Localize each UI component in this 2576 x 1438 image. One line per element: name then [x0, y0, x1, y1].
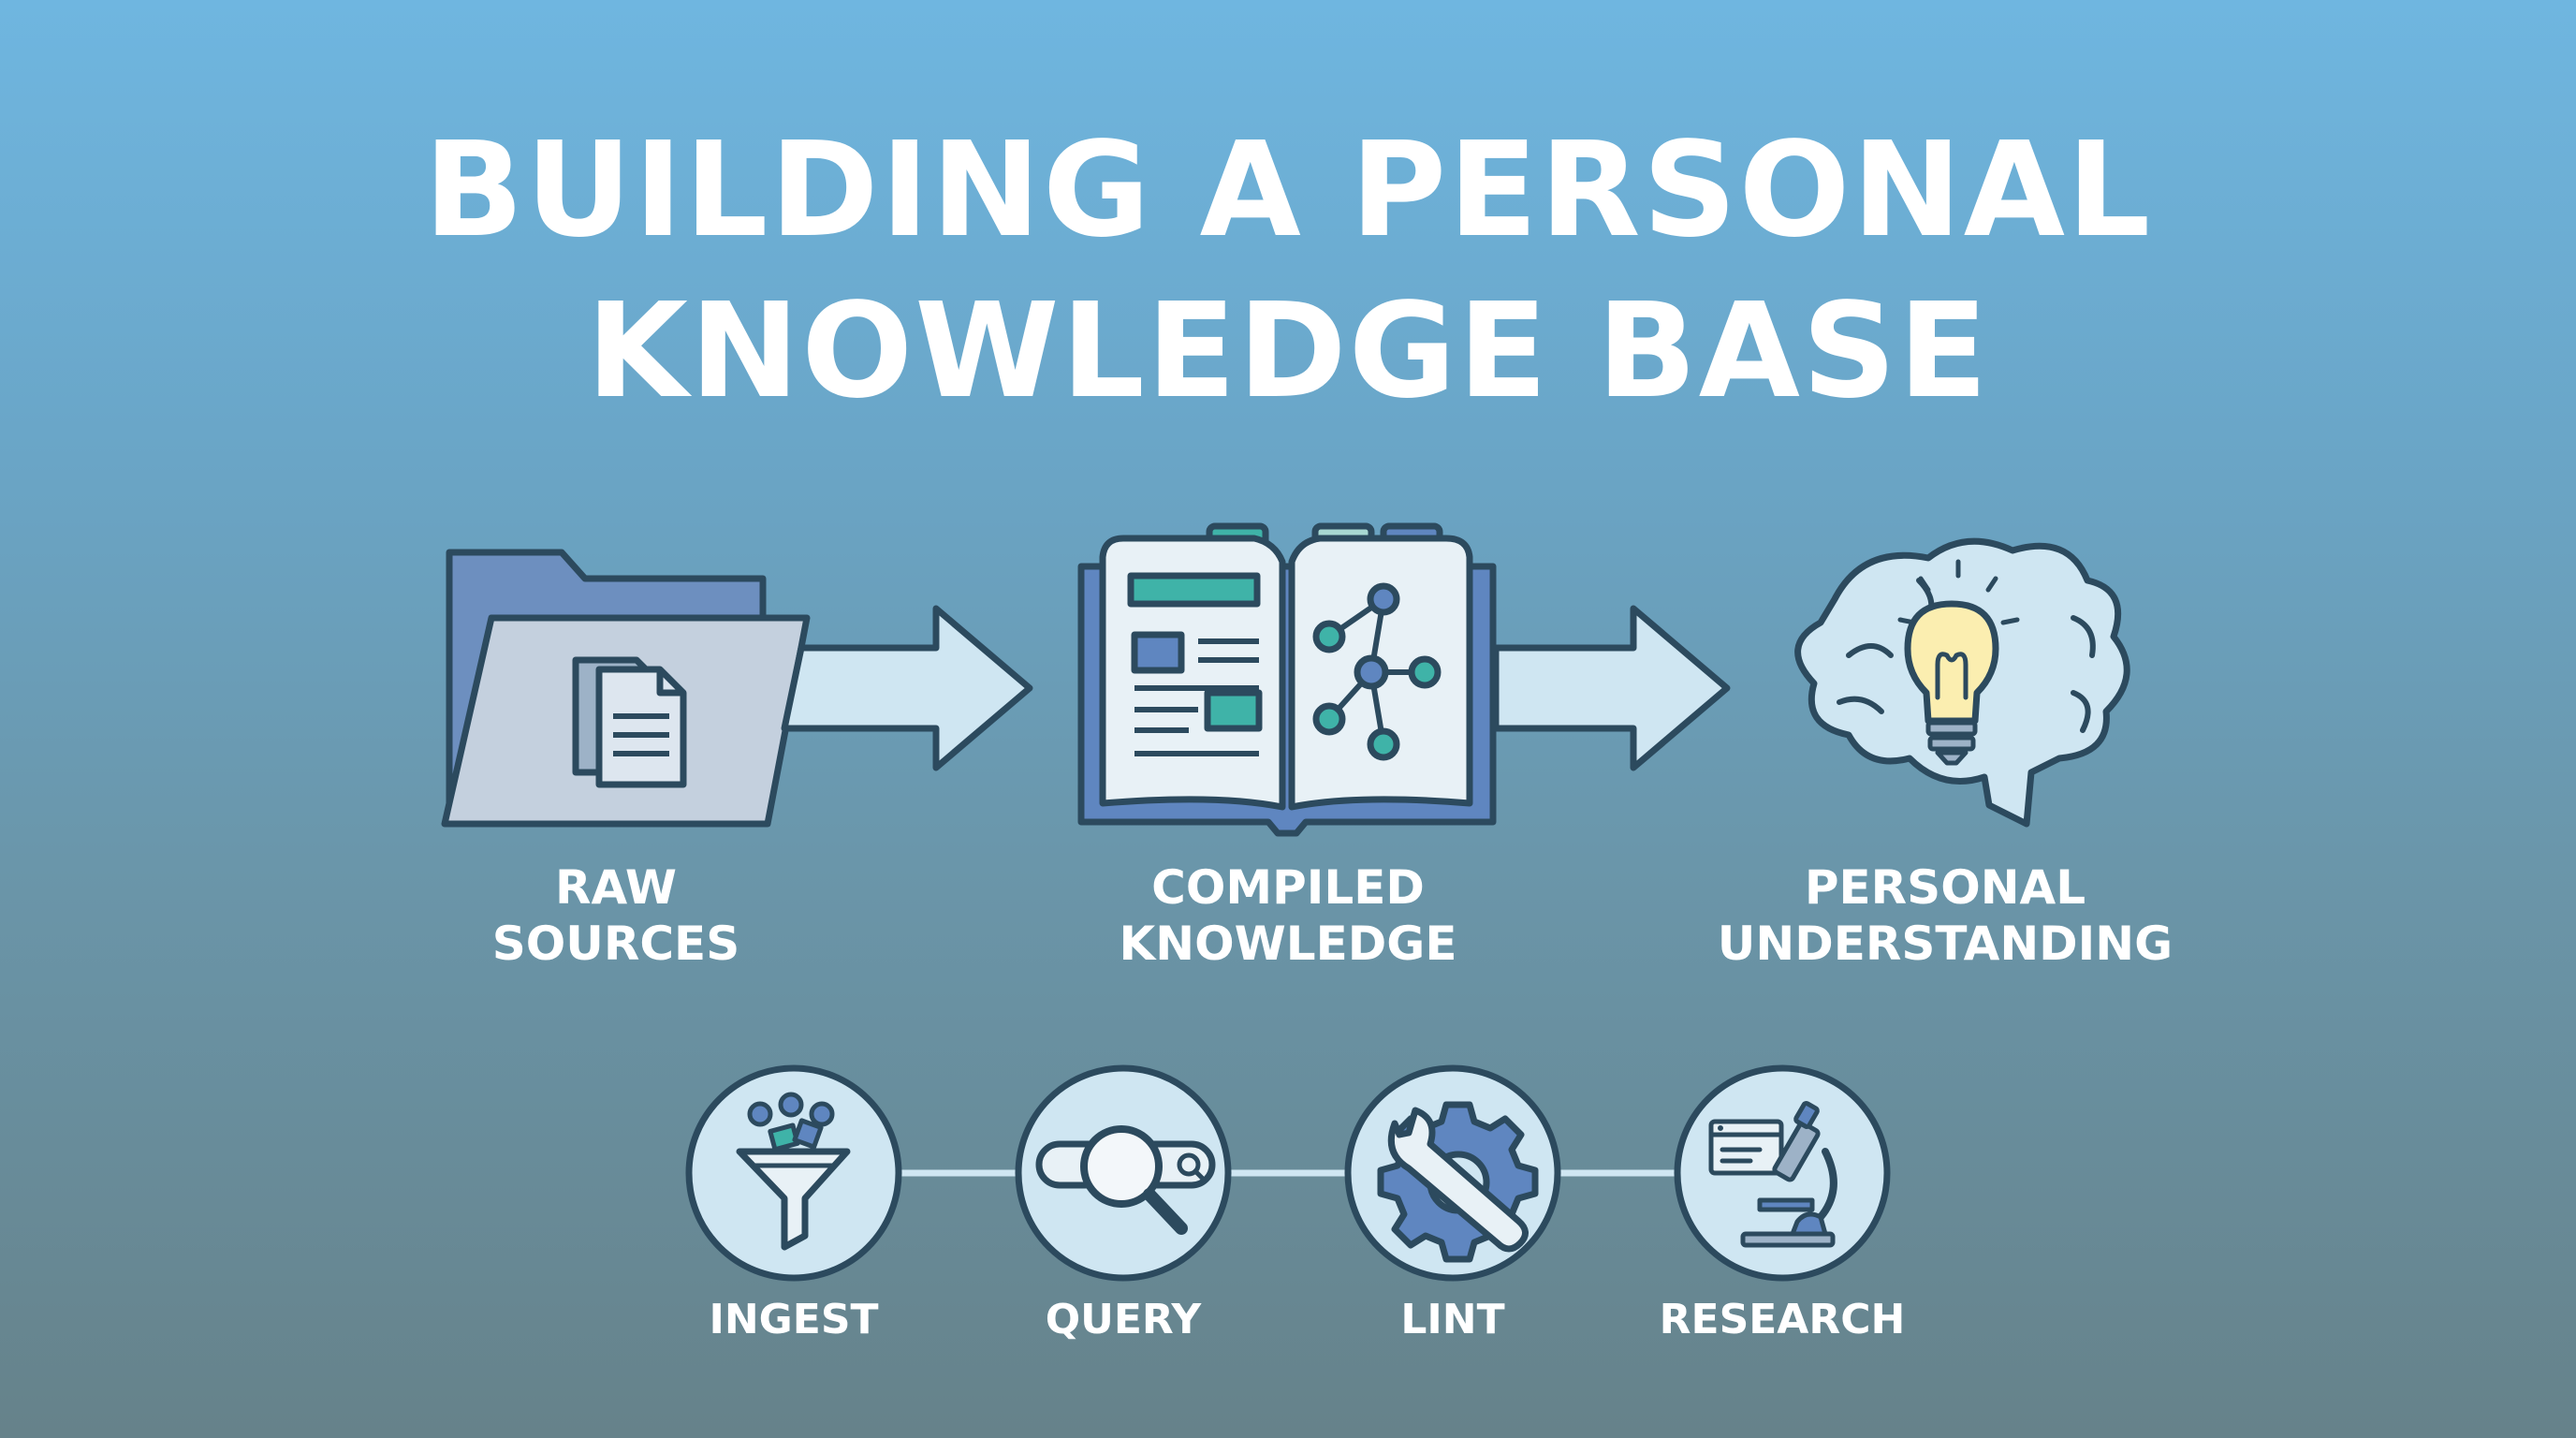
stage-label-personal-understanding: PERSONAL UNDERSTANDING	[1617, 859, 2273, 972]
brain-lightbulb-icon	[1794, 537, 2130, 828]
book-network-icon	[1077, 522, 1497, 837]
funnel-icon	[736, 1092, 851, 1251]
stage-label-line: UNDERSTANDING	[1717, 917, 2174, 971]
stage-label-raw-sources: RAW SOURCES	[288, 859, 944, 972]
tool-lint[interactable]	[1344, 1064, 1561, 1282]
tool-label-lint: LINT	[1400, 1296, 1505, 1343]
stage-label-line: COMPILED	[1151, 860, 1425, 915]
stage-label-line: RAW	[554, 860, 678, 915]
search-magnifier-icon	[1035, 1125, 1216, 1235]
tool-ingest[interactable]	[685, 1064, 902, 1282]
title-line-1: BUILDING A PERSONAL	[423, 114, 2153, 267]
stage-label-line: PERSONAL	[1804, 860, 2086, 915]
tool-query[interactable]	[1015, 1064, 1232, 1282]
stage-label-compiled-knowledge: COMPILED KNOWLEDGE	[960, 859, 1616, 972]
tool-label-research: RESEARCH	[1659, 1296, 1906, 1343]
microscope-icon	[1708, 1101, 1837, 1248]
gear-wrench-icon	[1377, 1101, 1539, 1263]
stage-label-line: KNOWLEDGE	[1119, 917, 1457, 971]
tool-label-ingest: INGEST	[709, 1296, 879, 1343]
stage-label-line: SOURCES	[491, 917, 740, 971]
title-line-2: KNOWLEDGE BASE	[586, 275, 1990, 428]
folder-icon	[441, 549, 811, 828]
flow-arrow-2	[1492, 605, 1731, 771]
tool-label-query: QUERY	[1045, 1296, 1202, 1343]
diagram-title: BUILDING A PERSONAL KNOWLEDGE BASE	[0, 110, 2576, 433]
flow-arrow-1	[781, 605, 1033, 771]
tool-research[interactable]	[1674, 1064, 1891, 1282]
